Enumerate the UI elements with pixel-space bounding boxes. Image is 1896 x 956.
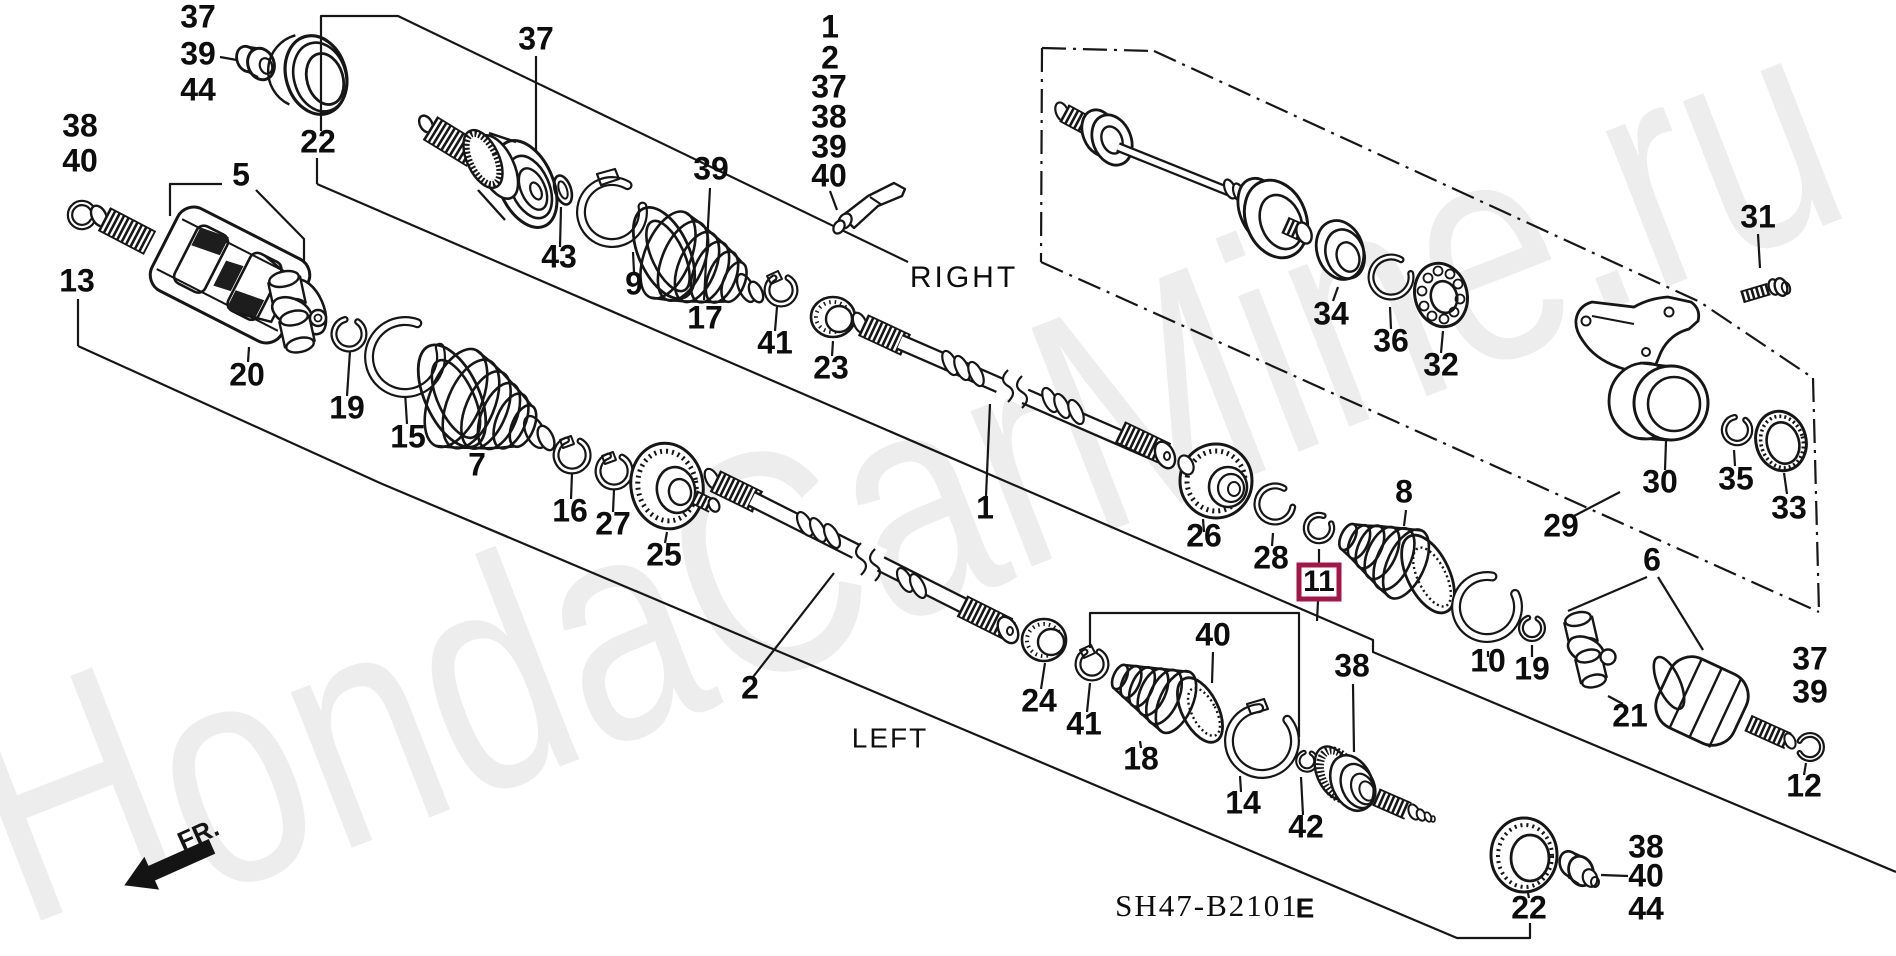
svg-text:10: 10 (1470, 642, 1506, 678)
svg-text:2: 2 (741, 669, 759, 705)
svg-text:1: 1 (976, 489, 994, 525)
svg-text:37: 37 (1792, 640, 1828, 676)
svg-text:27: 27 (595, 505, 631, 541)
svg-text:19: 19 (1514, 650, 1550, 686)
svg-text:7: 7 (468, 446, 486, 482)
svg-text:38: 38 (62, 107, 98, 143)
svg-text:40: 40 (811, 157, 847, 193)
svg-text:30: 30 (1642, 463, 1678, 499)
svg-text:RIGHT: RIGHT (910, 261, 1018, 294)
svg-text:16: 16 (552, 492, 588, 528)
svg-text:18: 18 (1123, 740, 1159, 776)
svg-text:21: 21 (1612, 697, 1648, 733)
svg-text:38: 38 (1628, 828, 1664, 864)
svg-text:E: E (1296, 892, 1315, 923)
svg-text:1: 1 (821, 8, 839, 44)
svg-text:34: 34 (1313, 295, 1349, 331)
svg-text:33: 33 (1771, 489, 1807, 525)
svg-text:39: 39 (811, 128, 847, 164)
svg-text:19: 19 (329, 389, 365, 425)
svg-text:39: 39 (693, 150, 729, 186)
svg-text:6: 6 (1643, 541, 1661, 577)
svg-text:40: 40 (62, 142, 98, 178)
svg-text:43: 43 (541, 238, 577, 274)
svg-text:44: 44 (1628, 890, 1664, 926)
svg-text:22: 22 (1511, 889, 1547, 925)
svg-text:23: 23 (813, 349, 849, 385)
svg-text:22: 22 (300, 123, 336, 159)
svg-text:9: 9 (625, 265, 643, 301)
svg-text:11: 11 (1303, 565, 1335, 598)
svg-text:37: 37 (180, 0, 216, 34)
svg-text:31: 31 (1740, 198, 1776, 234)
svg-text:41: 41 (1066, 705, 1102, 741)
svg-text:44: 44 (180, 71, 216, 107)
svg-text:39: 39 (180, 35, 216, 71)
svg-text:8: 8 (1395, 473, 1413, 509)
svg-text:25: 25 (646, 536, 682, 572)
svg-text:35: 35 (1718, 460, 1754, 496)
svg-text:SH47-B2101: SH47-B2101 (1115, 888, 1299, 923)
svg-text:38: 38 (1334, 647, 1370, 683)
svg-text:41: 41 (757, 324, 793, 360)
svg-text:40: 40 (1195, 616, 1231, 652)
svg-text:28: 28 (1253, 539, 1289, 575)
svg-text:37: 37 (811, 68, 847, 104)
svg-text:24: 24 (1021, 682, 1057, 718)
svg-text:20: 20 (229, 356, 265, 392)
svg-text:39: 39 (1792, 673, 1828, 709)
svg-text:32: 32 (1423, 346, 1459, 382)
svg-text:13: 13 (59, 262, 95, 298)
svg-text:15: 15 (390, 418, 426, 454)
svg-text:LEFT: LEFT (852, 722, 928, 753)
svg-text:40: 40 (1628, 857, 1664, 893)
svg-text:29: 29 (1543, 507, 1579, 543)
svg-text:37: 37 (518, 20, 554, 56)
svg-text:2: 2 (821, 39, 839, 75)
svg-text:36: 36 (1373, 322, 1409, 358)
svg-text:12: 12 (1786, 767, 1822, 803)
svg-text:26: 26 (1186, 517, 1222, 553)
svg-text:42: 42 (1288, 808, 1324, 844)
svg-text:14: 14 (1225, 784, 1261, 820)
svg-text:38: 38 (811, 98, 847, 134)
svg-text:17: 17 (687, 299, 723, 335)
svg-text:5: 5 (232, 156, 250, 192)
